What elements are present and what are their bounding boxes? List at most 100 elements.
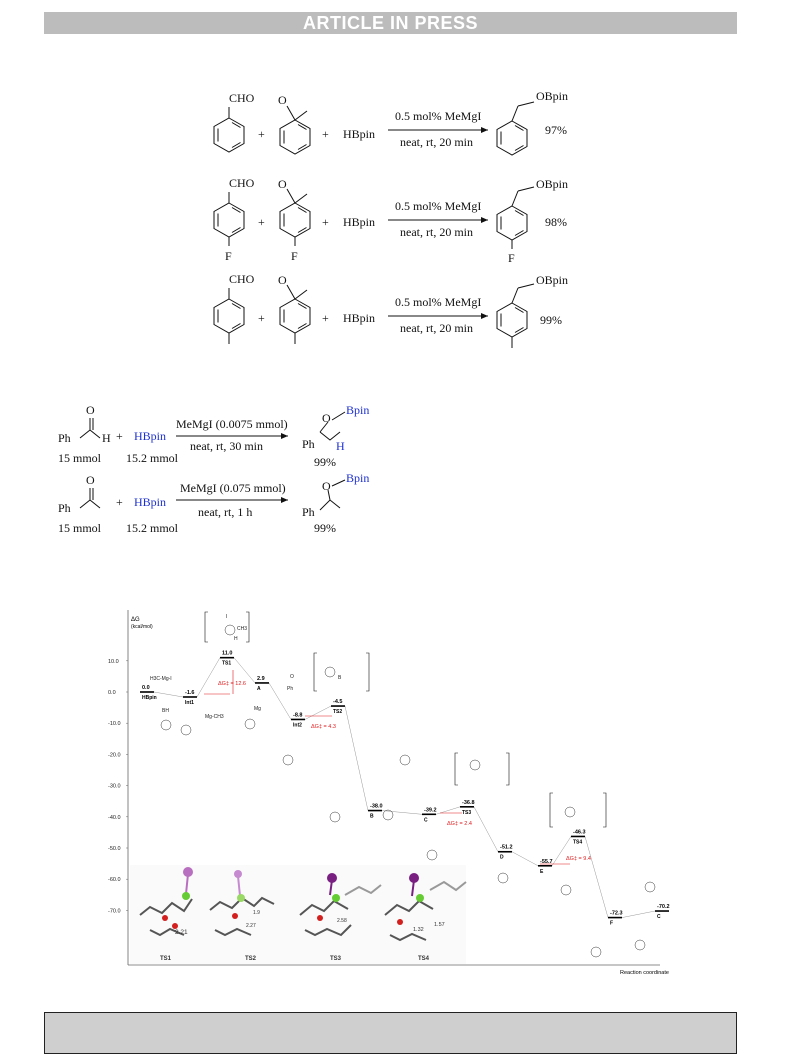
fragment-label: I bbox=[226, 614, 227, 620]
4-fluoroacetophenone bbox=[279, 188, 311, 246]
energy-value: -8.8 bbox=[293, 712, 302, 718]
ts-structure-label: TS1 bbox=[160, 956, 172, 962]
molecule-sketches: H3C-Mg-I Mg-CH3 O Ph Mg BH CH3 H B I bbox=[150, 614, 656, 958]
energy-value: -39.2 bbox=[424, 807, 437, 813]
substrate-ph: Ph bbox=[58, 431, 71, 445]
yield: 99% bbox=[314, 521, 336, 535]
level-name: Int1 bbox=[185, 700, 194, 706]
4-methylacetophenone bbox=[279, 284, 311, 344]
fragment-label: H3C-Mg-I bbox=[150, 676, 172, 682]
connector-line bbox=[344, 705, 369, 811]
energy-value: -4.5 bbox=[333, 699, 342, 705]
4-methylbenzaldehyde bbox=[213, 288, 245, 344]
ts-structures-panel: 2.21 1.9 2.27 2.58 1.32 1.57 TS1 TS2 TS3… bbox=[130, 865, 467, 964]
distance-label: 2.21 bbox=[175, 929, 188, 936]
aldehyde-substituent: F bbox=[225, 249, 232, 263]
level-name: TS4 bbox=[573, 839, 582, 845]
product-ph: Ph bbox=[302, 437, 315, 451]
energy-value: -70.2 bbox=[657, 904, 670, 910]
plus-sign: + bbox=[322, 311, 329, 325]
barrier-ts2: ΔG‡ = 4.3 bbox=[311, 724, 336, 730]
distance-label: 1.32 bbox=[413, 927, 424, 933]
condition-top: 0.5 mol% MeMgI bbox=[395, 295, 481, 309]
connector-line bbox=[381, 810, 423, 815]
y-tick-label: -50.0 bbox=[108, 846, 121, 852]
article-in-press-banner: ARTICLE IN PRESS bbox=[44, 12, 737, 34]
ketone-o-label: O bbox=[278, 177, 287, 191]
energy-value: -72.3 bbox=[610, 911, 623, 917]
substrate-amount: 15 mmol bbox=[58, 521, 102, 535]
fragment-label: B bbox=[338, 675, 342, 681]
y-tick-label: -40.0 bbox=[108, 815, 121, 821]
product-bpin: Bpin bbox=[346, 471, 369, 485]
energy-value: -38.0 bbox=[370, 804, 383, 810]
y-tick-label: -10.0 bbox=[108, 721, 121, 727]
level-name: TS2 bbox=[333, 709, 342, 715]
ts4-structure bbox=[384, 873, 467, 942]
connector-line bbox=[304, 705, 332, 720]
y-tick-label: -20.0 bbox=[108, 752, 121, 758]
distance-label: 1.57 bbox=[434, 922, 445, 928]
ts4-bracket bbox=[549, 792, 607, 828]
hbpin-reagent: HBpin bbox=[134, 495, 166, 509]
product-label: OBpin bbox=[536, 177, 568, 191]
energy-value: -55.7 bbox=[540, 859, 553, 865]
level-name: D bbox=[500, 855, 504, 861]
level-name: C bbox=[424, 817, 428, 823]
plus-sign: + bbox=[116, 429, 123, 443]
scheme1-row-2: CHO F + O F + HBpin 0.5 mol% MeMgI neat,… bbox=[213, 176, 568, 265]
energy-value: -51.2 bbox=[500, 845, 513, 851]
condition-bottom: neat, rt, 20 min bbox=[400, 321, 473, 335]
distance-label: 2.58 bbox=[337, 918, 347, 924]
level-name: A bbox=[257, 686, 261, 692]
ts2-structure bbox=[209, 870, 275, 937]
energy-value: -1.6 bbox=[185, 690, 194, 696]
energy-levels: 0.0HBpin-1.6Int111.0TS12.9A-8.8Int2-4.5T… bbox=[140, 651, 670, 927]
yield: 99% bbox=[314, 455, 336, 469]
y-axis-unit: (kcal/mol) bbox=[131, 624, 153, 630]
scheme2-row-2: O Ph 15 mmol + HBpin 15.2 mmol MeMgI (0.… bbox=[58, 471, 369, 535]
y-tick-label: -30.0 bbox=[108, 784, 121, 790]
level-name: F bbox=[610, 921, 613, 927]
energy-value: 0.0 bbox=[142, 685, 150, 691]
ts2-bracket bbox=[313, 652, 370, 692]
scheme1-row-1: CHO + O + HBpin 0.5 mol% MeMgI neat, rt,… bbox=[213, 89, 568, 156]
substrate-h: H bbox=[102, 431, 111, 445]
barrier-ts3: ΔG‡ = 2.4 bbox=[447, 821, 472, 827]
y-tick-label: -70.0 bbox=[108, 908, 121, 914]
benzaldehyde bbox=[213, 107, 245, 153]
y-tick-label: 10.0 bbox=[108, 659, 119, 665]
product-label: OBpin bbox=[536, 89, 568, 103]
hbpin-reagent: HBpin bbox=[134, 429, 166, 443]
connector-lines bbox=[153, 657, 656, 918]
substrate-amount: 15 mmol bbox=[58, 451, 102, 465]
fragment-label: H bbox=[234, 636, 238, 642]
plus-sign: + bbox=[322, 215, 329, 229]
condition-top: MeMgI (0.0075 mmol) bbox=[176, 417, 288, 431]
y-ticks: 10.00.0-10.0-20.0-30.0-40.0-50.0-60.0-70… bbox=[108, 659, 128, 914]
ts-structure-label: TS2 bbox=[245, 956, 257, 962]
ketone-o-label: O bbox=[278, 93, 287, 107]
product-ph: Ph bbox=[302, 505, 315, 519]
yield: 97% bbox=[545, 123, 567, 137]
aldehyde-label: CHO bbox=[229, 176, 255, 190]
ts3-structure bbox=[299, 873, 382, 937]
condition-bottom: neat, rt, 1 h bbox=[198, 505, 252, 519]
fragment-label: Mg bbox=[254, 706, 261, 712]
y-tick-label: -60.0 bbox=[108, 877, 121, 883]
barrier-ts1: ΔG‡ = 12.6 bbox=[218, 681, 246, 687]
level-name: TS1 bbox=[222, 661, 231, 667]
reagent-amount: 15.2 mmol bbox=[126, 521, 179, 535]
plus-sign: + bbox=[116, 495, 123, 509]
ketone-substituent: F bbox=[291, 249, 298, 263]
scheme-2: O Ph H 15 mmol + HBpin 15.2 mmol MeMgI (… bbox=[58, 403, 369, 535]
yield: 99% bbox=[540, 313, 562, 327]
hbpin-reagent: HBpin bbox=[343, 215, 375, 229]
condition-bottom: neat, rt, 20 min bbox=[400, 225, 473, 239]
plus-sign: + bbox=[258, 311, 265, 325]
4-methylbenzyl-product bbox=[496, 283, 535, 348]
fragment-label: Mg-CH3 bbox=[205, 714, 224, 720]
barrier-ts4: ΔG‡ = 9.4 bbox=[566, 856, 591, 862]
free-energy-profile: ΔG (kcal/mol) Reaction coordinate 10.00.… bbox=[108, 610, 670, 976]
y-axis-label: ΔG bbox=[131, 617, 140, 623]
